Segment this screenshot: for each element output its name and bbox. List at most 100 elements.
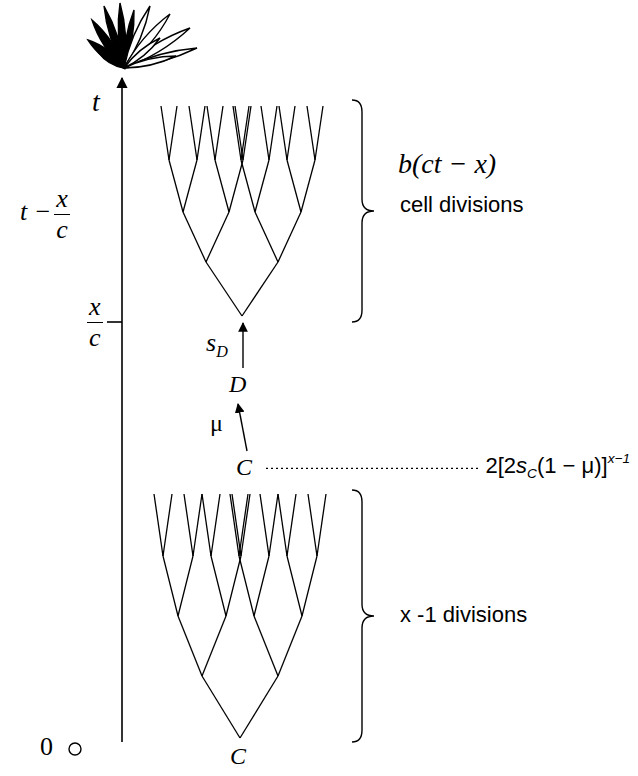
tree-branch bbox=[239, 556, 254, 616]
axis-label: t bbox=[92, 88, 100, 116]
tree-branch bbox=[278, 212, 301, 262]
numerator: x bbox=[54, 186, 70, 215]
math-text: t bbox=[92, 86, 100, 117]
tree-branch bbox=[241, 494, 250, 556]
curly-brace bbox=[352, 100, 374, 322]
tree-branch bbox=[230, 494, 239, 556]
label-text: 2[2 bbox=[485, 453, 516, 478]
fraction: xc bbox=[87, 294, 103, 351]
tree-branch bbox=[287, 494, 296, 556]
tree-branch bbox=[243, 106, 251, 160]
tree-branch bbox=[233, 106, 241, 160]
brace-label: b(ct − x) bbox=[398, 150, 496, 178]
brace-label: x -1 divisions bbox=[400, 604, 527, 626]
math-text: μ bbox=[210, 410, 223, 436]
tree-branch bbox=[161, 106, 169, 160]
tree-branch bbox=[317, 494, 326, 556]
tree-branch bbox=[211, 556, 226, 616]
curly-brace bbox=[352, 490, 374, 742]
tree-branch bbox=[254, 616, 278, 676]
tree-branch bbox=[301, 160, 315, 212]
axis-label: t −xc bbox=[20, 186, 70, 243]
tree-branch bbox=[193, 494, 202, 556]
tree-branch bbox=[278, 616, 302, 676]
plant-leaf bbox=[124, 38, 160, 68]
fraction: xc bbox=[54, 186, 70, 243]
tree-branch bbox=[232, 494, 241, 556]
math-text: t − bbox=[20, 197, 51, 226]
axis-label: 0 bbox=[40, 734, 53, 760]
numerator: x bbox=[87, 294, 103, 323]
label-text: s bbox=[516, 453, 527, 478]
tree-branch bbox=[307, 106, 315, 160]
math-text: s bbox=[206, 328, 216, 357]
label-text: (1 − μ)] bbox=[537, 453, 608, 478]
math-text: D bbox=[229, 371, 246, 397]
tree-branch bbox=[206, 212, 229, 262]
tree-branch bbox=[302, 556, 317, 616]
mutation-arrow bbox=[238, 404, 247, 451]
tree-branch bbox=[163, 556, 178, 616]
tree-branch bbox=[240, 676, 278, 738]
label-text: C bbox=[230, 743, 246, 769]
tree-branch bbox=[211, 494, 220, 556]
tree-branch bbox=[202, 676, 240, 738]
tree-branch bbox=[278, 494, 287, 556]
tree-branch bbox=[229, 160, 243, 212]
tree-branch bbox=[202, 494, 211, 556]
math-text: x−1 bbox=[608, 453, 630, 478]
tree-branch bbox=[197, 106, 205, 160]
tree-branch bbox=[169, 106, 177, 160]
label-text: t bbox=[92, 86, 100, 117]
axis-tick bbox=[107, 321, 122, 323]
math-text: 0 bbox=[40, 732, 53, 761]
label-text: μ bbox=[210, 410, 223, 436]
tree-branch bbox=[239, 494, 248, 556]
tree-branch bbox=[154, 494, 163, 556]
tree-branch bbox=[215, 106, 223, 160]
tree-branch bbox=[287, 556, 302, 616]
tree-branch bbox=[206, 262, 242, 316]
tree-branch bbox=[207, 106, 215, 160]
tree-branch bbox=[215, 160, 229, 212]
brace-label: cell divisions bbox=[400, 194, 524, 216]
tree-branch bbox=[169, 160, 183, 212]
tree-branch bbox=[308, 494, 317, 556]
plant-leaf bbox=[124, 28, 190, 68]
tree-branch bbox=[241, 160, 255, 212]
tree-branch bbox=[287, 160, 301, 212]
tree-branch bbox=[269, 106, 277, 160]
denominator: c bbox=[87, 323, 103, 351]
seed-circle bbox=[69, 743, 81, 755]
tree-branch bbox=[254, 556, 269, 616]
math-text: 2[2 bbox=[485, 453, 516, 478]
label-text: s bbox=[206, 328, 216, 357]
math-text: C bbox=[236, 454, 252, 480]
time-axis bbox=[121, 78, 123, 742]
plant-icon bbox=[88, 3, 197, 68]
math-text: C bbox=[230, 743, 246, 769]
tree-branch bbox=[260, 494, 269, 556]
math-text: C bbox=[527, 453, 537, 478]
label-text: t − bbox=[20, 197, 51, 226]
axis-label: xc bbox=[84, 294, 103, 351]
rate-label: μ bbox=[210, 411, 223, 435]
tree-branch bbox=[202, 616, 226, 676]
tree-branch bbox=[255, 212, 278, 262]
label-text: cell divisions bbox=[400, 192, 524, 217]
label-text: 0 bbox=[40, 732, 53, 761]
math-text: (1 − μ)] bbox=[537, 453, 608, 478]
tree-branch bbox=[178, 556, 193, 616]
math-text: s bbox=[516, 453, 527, 478]
math-text: b(ct − x) bbox=[398, 148, 496, 179]
cell-label: C bbox=[236, 455, 252, 479]
rate-label: sD bbox=[206, 330, 228, 360]
label-text: D bbox=[229, 371, 246, 397]
tree-branch bbox=[269, 494, 278, 556]
tree-branch bbox=[183, 160, 197, 212]
tree-branch bbox=[178, 616, 202, 676]
plant-leaf bbox=[98, 52, 124, 68]
tree-branch bbox=[163, 494, 172, 556]
label-text: C bbox=[236, 454, 252, 480]
